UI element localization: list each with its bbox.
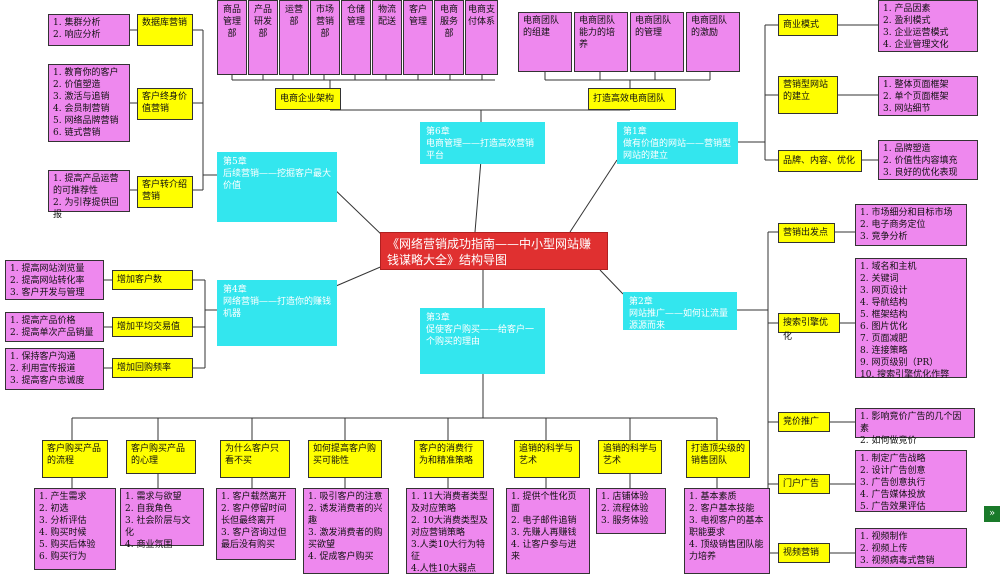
ch4-list: 1. 提高网站浏览量 2. 提高网站转化率 3. 客户开发与管理 xyxy=(5,260,104,300)
dept-box: 仓储管理 xyxy=(341,0,371,75)
ch1-label: 品牌、内容、优化 xyxy=(778,150,862,172)
ch1-list: 1. 产品因素 2. 盈利模式 3. 企业运营模式 4. 企业管理文化 xyxy=(878,0,978,52)
ch1-list: 1. 整体页面框架 2. 单个页面框架 3. 网站细节 xyxy=(878,76,978,116)
dept-box: 物流配送 xyxy=(372,0,402,75)
ch3-list: 1. 客户载然离开 2. 客户停留时间长但最终离开 3. 客户咨询过但最后没有购… xyxy=(216,488,296,560)
team-box: 电商团队的激励 xyxy=(686,12,740,72)
dept-box: 电商支付体系 xyxy=(465,0,498,75)
dept-box: 电商服务部 xyxy=(434,0,464,75)
chapter-2: 第2章 网站推广——如何让流量源源而来 xyxy=(623,292,737,331)
ch1-label: 营销型网站的建立 xyxy=(778,76,838,114)
ch3-label: 追销的科学与艺术 xyxy=(598,440,662,474)
ch4-list: 1. 提高产品价格 2. 提高单次产品销量 xyxy=(5,312,104,342)
ch3-list: 1. 提供个性化页面 2. 电子邮件追销 3. 先赚人再赚钱 4. 让客户参与进… xyxy=(506,488,590,574)
ch2-list: 1. 视频制作 2. 视频上传 3. 视频病毒式营销 xyxy=(855,528,967,568)
ch5-label: 客户终身价值营销 xyxy=(137,88,193,120)
dept-box: 运营部 xyxy=(279,0,309,75)
chapter-3: 第3章 促使客户购买——给客户一个购买的理由 xyxy=(420,308,545,374)
ch3-label: 如何提高客户购买可能性 xyxy=(308,440,382,478)
chapter-5: 第5章 后续营销——挖掘客户最大价值 xyxy=(217,152,337,222)
team-box: 电商团队能力的培养 xyxy=(574,12,628,72)
ch2-list: 1. 域名和主机 2. 关键词 3. 网页设计 4. 导航结构 5. 框架结构 … xyxy=(855,258,967,380)
ch4-label: 增加回购频率 xyxy=(112,358,193,378)
ch3-list: 1. 基本素质 2. 客户基本技能 3. 电视客户的基本职能要求 4. 顶级销售… xyxy=(684,488,770,574)
ch5-list: 1. 集群分析 2. 响应分析 xyxy=(48,14,130,46)
ch3-list: 1. 吸引客户的注意 2. 诱发消费者的兴趣 3. 激发消费者的购买欲望 4. … xyxy=(303,488,389,574)
ch1-label: 商业模式 xyxy=(778,14,838,36)
ch2-label: 视频营销 xyxy=(778,543,830,563)
ch6-team-label: 打造高效电商团队 xyxy=(588,88,676,110)
double-chevron-down-icon[interactable]: » xyxy=(984,506,1000,522)
ch2-list: 1. 制定广告战略 2. 设计广告创意 3. 广告创意执行 4. 广告媒体投放 … xyxy=(855,450,967,512)
ch2-label: 营销出发点 xyxy=(778,223,835,243)
ch5-list: 1. 提高产品运营的可推荐性 2. 为引荐提供回报 xyxy=(48,170,130,220)
ch3-list: 1. 需求与欲望 2. 自我角色 3. 社会阶层与文化 4. 商业氛围 xyxy=(120,488,204,550)
ch3-label: 客户的消费行为和精准策略 xyxy=(414,440,484,478)
ch3-list: 1. 11大消费者类型及对应策略 2. 10大消费类型及对应营销策略 3.人类1… xyxy=(406,488,494,574)
ch5-label: 数据库营销 xyxy=(137,14,193,46)
ch2-label: 竞价推广 xyxy=(778,412,830,432)
root-title: 《网络营销成功指南——中小型网站赚钱谋略大全》结构导图 xyxy=(380,232,608,270)
ch4-list: 1. 保持客户沟通 2. 利用宣传报道 3. 提高客户忠诚度 xyxy=(5,348,104,390)
team-box: 电商团队的组建 xyxy=(518,12,572,72)
ch5-list: 1. 教育你的客户 2. 价值塑造 3. 激活与追销 4. 会员制营销 5. 网… xyxy=(48,64,130,142)
ch4-label: 增加客户数 xyxy=(112,270,193,290)
dept-box: 市场营销部 xyxy=(310,0,340,75)
chapter-1: 第1章 做有价值的网站——营销型网站的建立 xyxy=(617,122,738,164)
ch1-list: 1. 品牌塑造 2. 价值性内容填充 3. 良好的优化表现 xyxy=(878,140,978,180)
ch2-list: 1. 市场细分和目标市场 2. 电子商务定位 3. 竞争分析 xyxy=(855,204,967,246)
ch3-label: 客户购买产品的流程 xyxy=(42,440,108,478)
ch3-label: 客户购买产品的心理 xyxy=(126,440,196,474)
ch2-list: 1. 影响竞价广告的几个因素 2. 如何做竞价 xyxy=(855,408,975,446)
team-box: 电商团队的管理 xyxy=(630,12,684,72)
ch3-label: 打造顶尖级的销售团队 xyxy=(686,440,750,478)
dept-box: 商品管理部 xyxy=(217,0,247,75)
ch2-label: 门户广告 xyxy=(778,474,830,494)
ch6-structure-label: 电商企业架构 xyxy=(275,88,341,110)
ch4-label: 增加平均交易值 xyxy=(112,317,193,337)
chapter-4: 第4章 网络营销——打造你的赚钱机器 xyxy=(217,280,337,346)
ch3-list: 1. 产生需求 2. 初选 3. 分析评估 4. 购买时候 5. 购买后体验 6… xyxy=(34,488,116,570)
ch3-list: 1. 店铺体验 2. 流程体验 3. 服务体验 xyxy=(596,488,666,534)
ch3-label: 为什么客户只看不买 xyxy=(220,440,290,478)
ch5-label: 客户转介绍营销 xyxy=(137,176,193,208)
dept-box: 产品研发部 xyxy=(248,0,278,75)
ch2-label: 搜索引擎优化 xyxy=(778,313,840,342)
ch3-label: 追销的科学与艺术 xyxy=(514,440,580,478)
chapter-6: 第6章 电商管理——打造高效营销平台 xyxy=(420,122,545,164)
dept-box: 客户管理 xyxy=(403,0,433,75)
